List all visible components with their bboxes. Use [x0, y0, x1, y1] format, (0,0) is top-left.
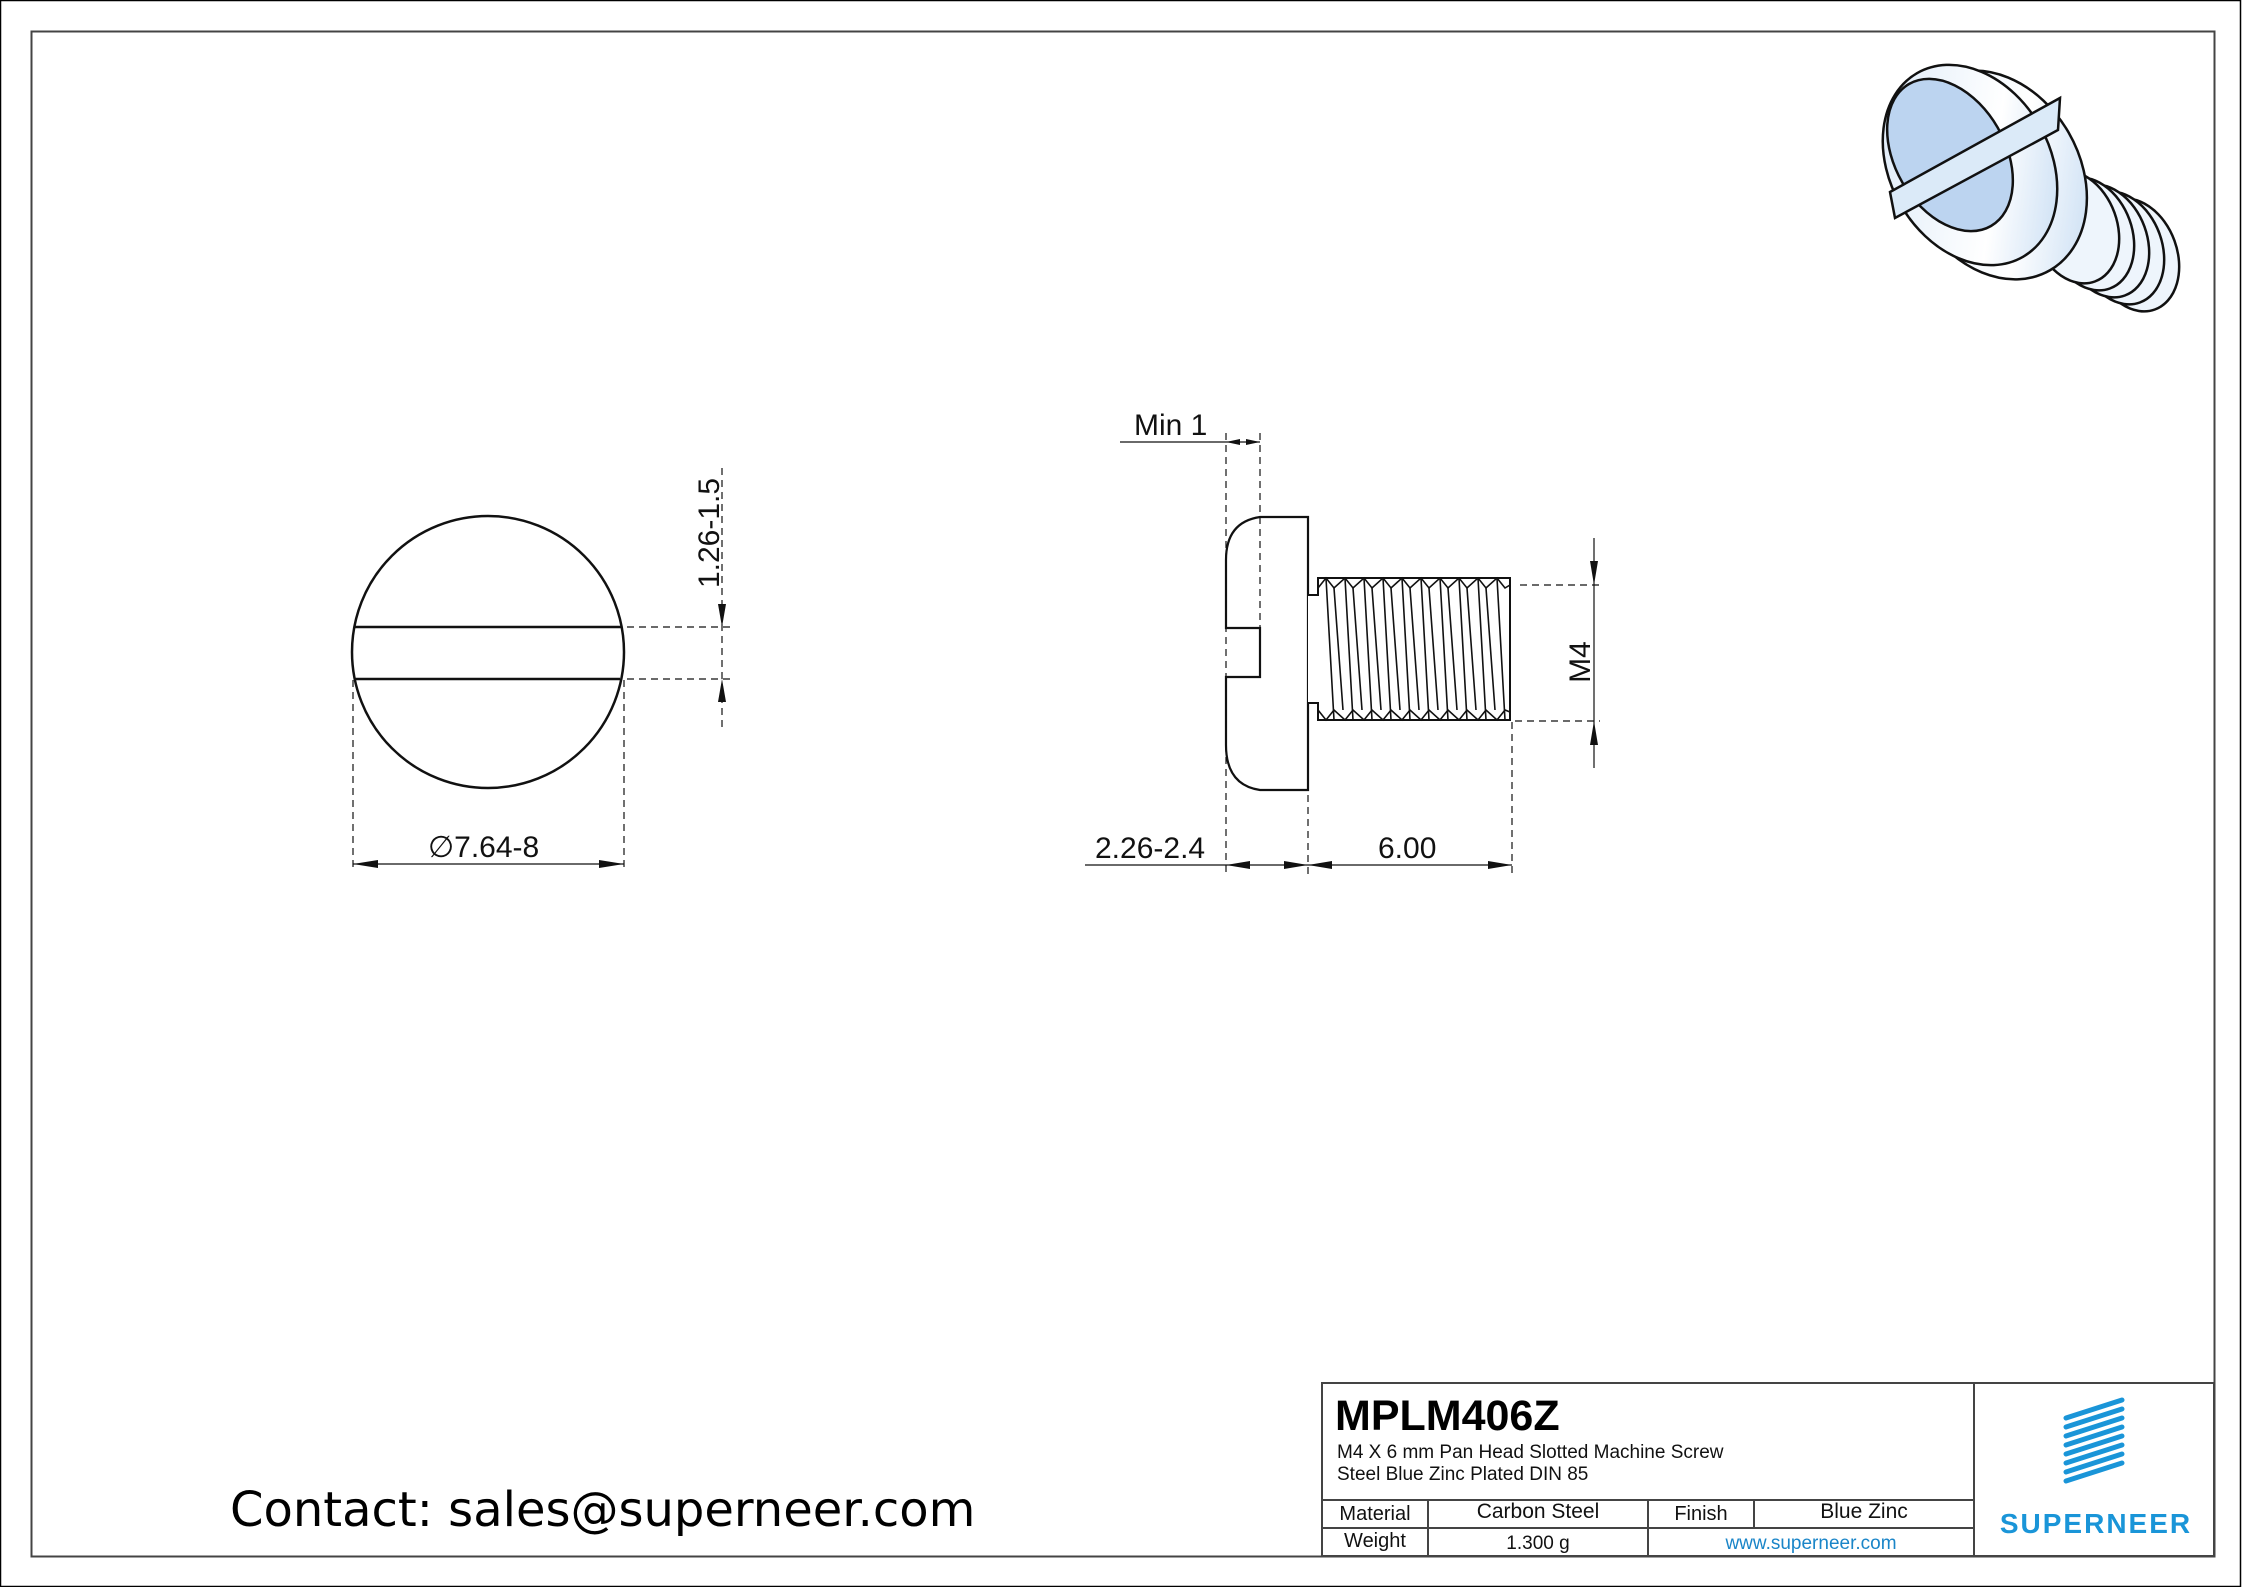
- description-line-1: M4 X 6 mm Pan Head Slotted Machine Screw: [1337, 1442, 1724, 1463]
- material-value: Carbon Steel: [1476, 1500, 1600, 1523]
- inner-frame: [30, 30, 2216, 1558]
- diameter-dimension-label: ∅7.64-8: [428, 831, 540, 864]
- head-height-dimension-label: 2.26-2.4: [1095, 832, 1206, 865]
- side-view: [1085, 433, 1600, 875]
- iso-screw-icon: [1881, 63, 2181, 313]
- top-view: [350, 468, 730, 872]
- length-dimension-label: 6.00: [1378, 832, 1437, 865]
- slot-depth-dimension-label: Min 1: [1134, 409, 1208, 442]
- finish-value: Blue Zinc: [1820, 1500, 1908, 1523]
- contact-text: Contact: sales@superneer.com: [230, 1482, 976, 1538]
- title-block: [1321, 1382, 2215, 1557]
- part-number: MPLM406Z: [1335, 1392, 1560, 1440]
- slot-width-dimension-label: 1.26-1.5: [693, 477, 727, 589]
- finish-label: Finish: [1674, 1503, 1728, 1525]
- material-label: Material: [1339, 1503, 1411, 1525]
- description-line-2: Steel Blue Zinc Plated DIN 85: [1337, 1464, 1589, 1485]
- logo-text: SUPERNEER: [1999, 1508, 2193, 1539]
- website-link[interactable]: www.superneer.com: [1725, 1533, 1897, 1554]
- superneer-logo-icon: [2063, 1397, 2125, 1484]
- weight-label: Weight: [1344, 1530, 1406, 1552]
- weight-value: 1.300 g: [1506, 1533, 1570, 1554]
- thread-size-dimension-label: M4: [1563, 641, 1597, 683]
